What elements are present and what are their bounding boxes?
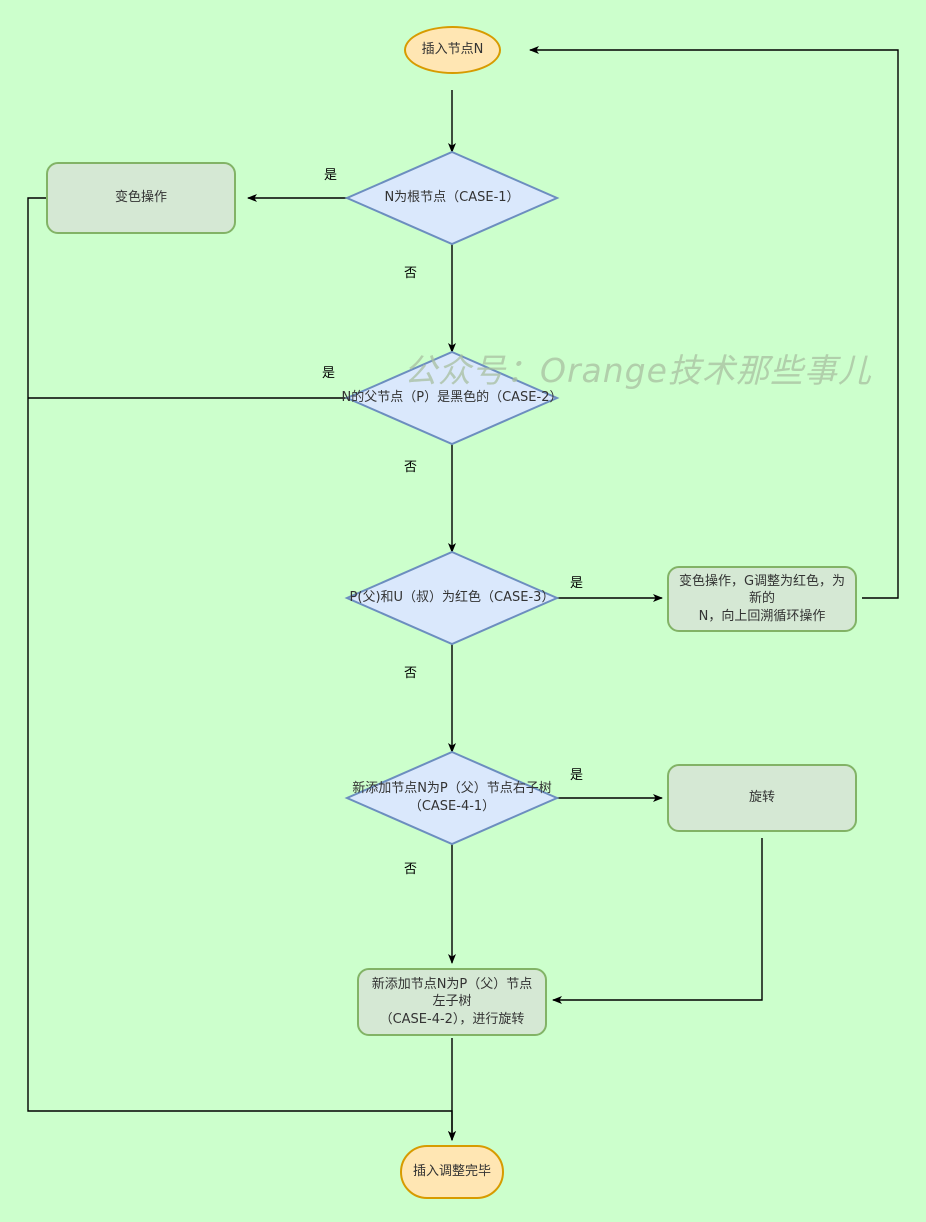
node-process-case3[interactable]: 变色操作，G调整为红色，为新的 N，向上回溯循环操作: [667, 566, 857, 632]
decision-case1-shape: [344, 150, 560, 246]
node-process-case3-line2: N，向上回溯循环操作: [698, 608, 826, 624]
edge-process-case3-to-start: [529, 46, 899, 599]
node-process-recolor[interactable]: 变色操作: [46, 162, 236, 234]
decision-case3-shape: [344, 550, 560, 646]
edge-label-case41-yes: 是: [570, 768, 584, 783]
decision-case41-shape: [344, 750, 560, 846]
edge-label-case3-no: 否: [404, 666, 418, 681]
node-process-rotate[interactable]: 旋转: [667, 764, 857, 832]
node-process-case42-line1: 新添加节点N为P（父）节点左子树: [371, 976, 533, 1010]
node-end[interactable]: 插入调整完毕: [400, 1145, 504, 1199]
edge-label-case1-yes: 是: [324, 168, 338, 183]
watermark-text: 公众号：Orange技术那些事儿: [404, 351, 872, 390]
node-start[interactable]: 插入节点N: [404, 26, 501, 74]
edge-label-case41-no: 否: [404, 862, 418, 877]
decision-shapes: [344, 150, 560, 846]
edge-rotate-to-case42: [552, 838, 763, 1004]
node-process-case42[interactable]: 新添加节点N为P（父）节点左子树 （CASE-4-2），进行旋转: [357, 968, 547, 1036]
edge-label-case2-yes: 是: [322, 366, 336, 381]
node-process-case3-line1: 变色操作，G调整为红色，为新的: [678, 573, 846, 607]
node-process-case42-line2: （CASE-4-2），进行旋转: [379, 1011, 525, 1027]
edge-label-case1-no: 否: [404, 266, 418, 281]
edge-label-case3-yes: 是: [570, 576, 584, 591]
edge-label-case2-no: 否: [404, 460, 418, 475]
decision-case2-shape: [344, 350, 560, 446]
